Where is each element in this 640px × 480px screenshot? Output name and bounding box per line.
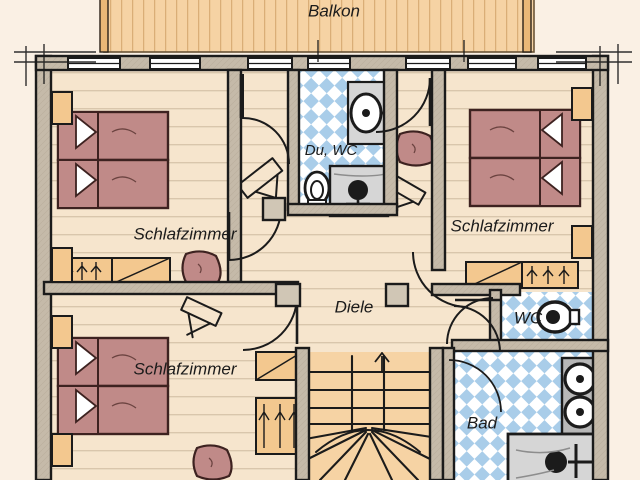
window-group: [67, 57, 587, 70]
door-jamb: [51, 315, 73, 349]
bed-group-upper-left: [56, 110, 170, 210]
room-label-schlafzimmer-or: Schlafzimmer: [451, 216, 555, 235]
stair-winder-arc: [315, 429, 421, 453]
toilet-bowl: [546, 310, 560, 324]
bad-fixtures: [506, 356, 608, 480]
stair-tread: [298, 426, 368, 442]
armchair: [395, 130, 436, 167]
wall-bad-left: [441, 346, 456, 480]
stair-tread: [318, 430, 368, 480]
toilet-bowl: [310, 180, 324, 200]
wall-wc-bottom: [450, 338, 610, 353]
room-label-du-wc: Du, WC: [305, 142, 358, 159]
armchair: [181, 250, 222, 287]
walls: [34, 54, 610, 480]
wall-interior-vertical: [294, 346, 311, 480]
bed: [56, 336, 170, 388]
door-jamb: [51, 247, 73, 283]
window-icon: [537, 57, 587, 70]
bed: [468, 156, 582, 208]
room-label-schlafzimmer-ol: Schlafzimmer: [134, 224, 238, 243]
door-jamb: [51, 91, 73, 125]
wardrobe: [255, 397, 303, 455]
sink-drain: [576, 408, 584, 416]
balkon-label: Balkon: [308, 1, 360, 20]
door-jamb: [571, 225, 593, 259]
window-icon: [149, 57, 201, 70]
wall-duwc-left: [286, 68, 301, 212]
pillar: [384, 282, 410, 308]
bed: [56, 110, 170, 162]
window-icon: [467, 57, 517, 70]
arrow-up-icon: [374, 352, 390, 372]
window-icon: [307, 57, 351, 70]
wall-interior-horizontal: [430, 282, 522, 297]
bed: [468, 108, 582, 160]
toilet-cistern: [568, 308, 581, 326]
stair-tread: [368, 432, 394, 480]
room-label-diele: Diele: [335, 297, 374, 316]
balkon-edge-left: [99, 0, 109, 53]
wardrobe: [111, 257, 171, 285]
shower-curve: [333, 173, 387, 177]
bathtub-drain: [545, 451, 567, 473]
stair-tread: [370, 430, 420, 480]
bathtub-inner-line: [515, 447, 571, 454]
wardrobe: [521, 261, 579, 289]
bathtub-tap-icon: [568, 444, 592, 478]
bed: [56, 158, 170, 210]
wall-exterior-left: [34, 54, 53, 480]
sink-drain: [362, 109, 370, 117]
stair-tread: [300, 428, 368, 464]
construction-lines: [14, 40, 632, 86]
staircase: [298, 352, 442, 480]
wall-interior-vertical: [428, 346, 445, 480]
shower-drain-icon: [348, 180, 368, 200]
room-label-wc: WC: [514, 308, 543, 327]
pillar-group: [261, 196, 410, 308]
wall-interior-horizontal: [42, 280, 300, 296]
hanger-marks: [526, 266, 570, 284]
bed-group-lower-left: [56, 336, 170, 436]
room-label-bad: Bad: [467, 413, 498, 432]
door-jamb: [571, 87, 593, 121]
bathtub-inner-line: [515, 469, 555, 479]
bed: [56, 384, 170, 436]
wall-interior-vertical: [430, 68, 447, 272]
door-swing-icon: [453, 305, 501, 353]
armchair-group: [181, 130, 436, 480]
bed-group-upper-right: [468, 108, 582, 208]
window-icon: [67, 57, 121, 70]
door-swing-icon: [242, 74, 290, 165]
stair-tread: [343, 432, 370, 480]
window-icon: [247, 57, 293, 70]
wc-fixtures: [536, 300, 581, 334]
balkon-floor: [103, 0, 535, 53]
pillar: [274, 282, 302, 308]
room-label-schlafzimmer-ul: Schlafzimmer: [134, 359, 238, 378]
door-jamb: [51, 433, 73, 467]
jamb-group: [51, 87, 593, 467]
pillar: [261, 196, 287, 222]
wall-exterior-right: [591, 54, 610, 480]
armchair: [192, 444, 233, 480]
window-icon: [405, 57, 451, 70]
wall-duwc-right: [382, 68, 399, 212]
sink-drain: [576, 375, 584, 383]
stair-tread: [370, 428, 438, 464]
ironing-board: [180, 296, 223, 339]
staircase-floor: [298, 352, 442, 480]
wall-duwc-bottom: [286, 202, 399, 217]
door-swing-icon: [448, 359, 502, 413]
room-balkon: Balkon: [99, 0, 535, 53]
balkon-edge-right: [522, 0, 532, 53]
